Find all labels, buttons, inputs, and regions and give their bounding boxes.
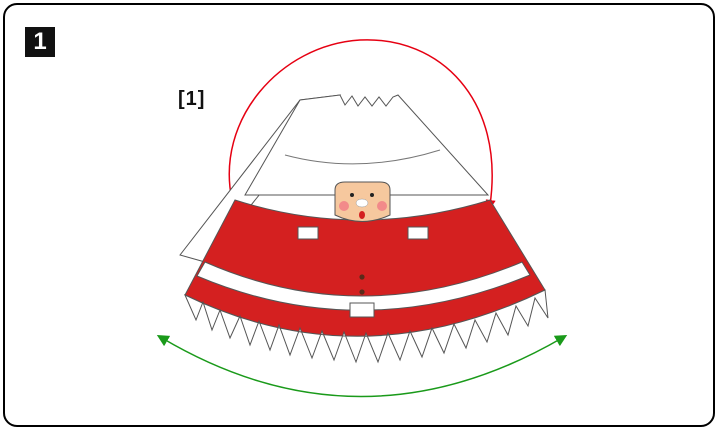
mitten-left <box>298 227 318 239</box>
santa-mouth <box>359 211 365 219</box>
span-arrow-icon <box>162 338 562 397</box>
cheek-right <box>377 201 387 211</box>
hat-top <box>245 95 488 195</box>
cheek-left <box>339 201 349 211</box>
coat-button <box>359 289 364 294</box>
belt-buckle <box>350 303 374 317</box>
santa-nose <box>356 199 368 207</box>
eye-right <box>370 193 374 197</box>
coat-button <box>359 274 364 279</box>
eye-left <box>350 193 354 197</box>
mitten-right <box>408 227 428 239</box>
